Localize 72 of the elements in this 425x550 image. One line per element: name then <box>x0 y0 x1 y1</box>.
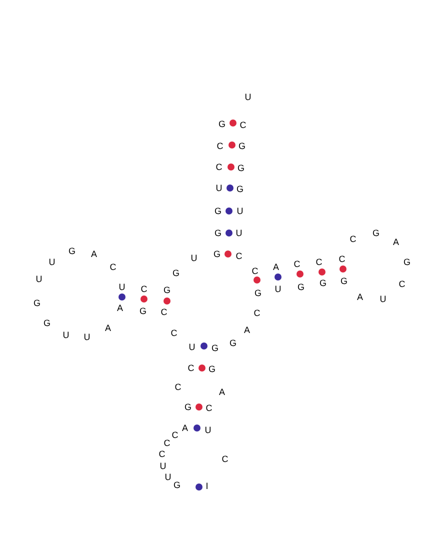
nucleotide-letter: A <box>219 387 225 397</box>
nucleotide-letter: G <box>140 306 146 316</box>
nucleotide-letter: G <box>34 298 40 308</box>
nucleotide-letter: G <box>298 282 304 292</box>
nucleotide-letter: G <box>214 249 220 259</box>
nucleotide-letter: G <box>208 364 216 374</box>
nucleotide-letter: I <box>206 481 208 491</box>
nucleotide-letter: A <box>393 237 399 247</box>
nucleotide-letter: U <box>36 274 42 284</box>
nucleotide-letter: C <box>254 308 260 318</box>
nucleotide-letter: C <box>140 284 148 294</box>
nucleotide-letter: U <box>236 228 242 238</box>
nucleotide-letter: U <box>62 330 70 340</box>
nucleotide-letter: U <box>164 472 172 482</box>
nucleotide-letter: A <box>91 249 97 259</box>
nucleotide-letter: G <box>44 318 50 328</box>
nucleotide-letter: G <box>320 278 326 288</box>
nucleotide-letter: G <box>254 288 262 298</box>
nucleotide-letter: G <box>184 402 192 412</box>
nucleotide-letter: G <box>404 257 410 267</box>
nucleotide-letter: A <box>182 423 188 433</box>
nucleotide-letter: C <box>316 257 322 267</box>
nucleotide-letter: U <box>48 257 56 267</box>
nucleotide-letter: C <box>216 162 222 172</box>
nucleotide-letter: U <box>236 206 244 216</box>
nucleotide-letter: C <box>172 430 178 440</box>
nucleotide-letter: A <box>273 262 279 272</box>
nucleotide-letter: C <box>398 279 406 289</box>
nucleotide-letter: G <box>174 480 180 490</box>
nucleotide-letter: G <box>340 276 348 286</box>
nucleotide-letter: G <box>218 119 226 129</box>
nucleotide-letter: A <box>105 323 111 333</box>
nucleotide-letter: G <box>238 163 244 173</box>
nucleotide-letter: U <box>244 92 252 102</box>
nucleotide-letter: G <box>230 338 236 348</box>
nucleotide-letter: C <box>206 403 212 413</box>
nucleotide-letter: C <box>216 141 224 151</box>
nucleotide-letter: U <box>118 282 126 292</box>
nucleotide-letter: U <box>204 425 212 435</box>
nucleotide-letter: C <box>222 454 228 464</box>
nucleotide-letter: G <box>212 343 218 353</box>
nucleotide-letter: C <box>240 120 246 130</box>
nucleotide-letter: G <box>372 228 380 238</box>
nucleotide-letter: A <box>117 303 123 313</box>
nucleotide-letter: G <box>214 206 222 216</box>
nucleotide-letter: C <box>338 254 346 264</box>
nucleotide-letter: A <box>244 325 250 335</box>
nucleotide-letter: U <box>190 253 198 263</box>
nucleotide-letter: C <box>164 438 170 448</box>
nucleotide-letter: U <box>188 342 196 352</box>
nucleotide-letter: G <box>236 184 244 194</box>
nucleotide-letter: U <box>380 294 386 304</box>
nucleotide-letter: G <box>164 285 170 295</box>
nucleotide-letter: C <box>252 266 258 276</box>
nucleotide-letter: U <box>216 183 222 193</box>
nucleotide-letter: C <box>158 449 166 459</box>
nucleotide-letter: C <box>236 251 242 261</box>
nucleotide-letter: C <box>160 307 168 317</box>
nucleotide-letter: C <box>170 328 178 338</box>
nucleotide-letter: C <box>188 363 194 373</box>
nucleotide-letter: C <box>110 262 116 272</box>
nucleotide-letter: U <box>274 284 282 294</box>
nucleotide-letter: G <box>214 228 222 238</box>
nucleotide-letter: U <box>84 332 90 342</box>
nucleotide-letter: G <box>68 246 76 256</box>
nucleotide-letter: G <box>172 268 180 278</box>
nucleotide-letter: C <box>174 382 182 392</box>
nucleotide-letter: U <box>160 461 166 471</box>
nucleotide-letter: G <box>238 141 246 151</box>
nucleotide-letter: A <box>357 292 363 302</box>
nucleotide-letter: C <box>294 259 300 269</box>
nucleotide-letter: C <box>350 234 356 244</box>
